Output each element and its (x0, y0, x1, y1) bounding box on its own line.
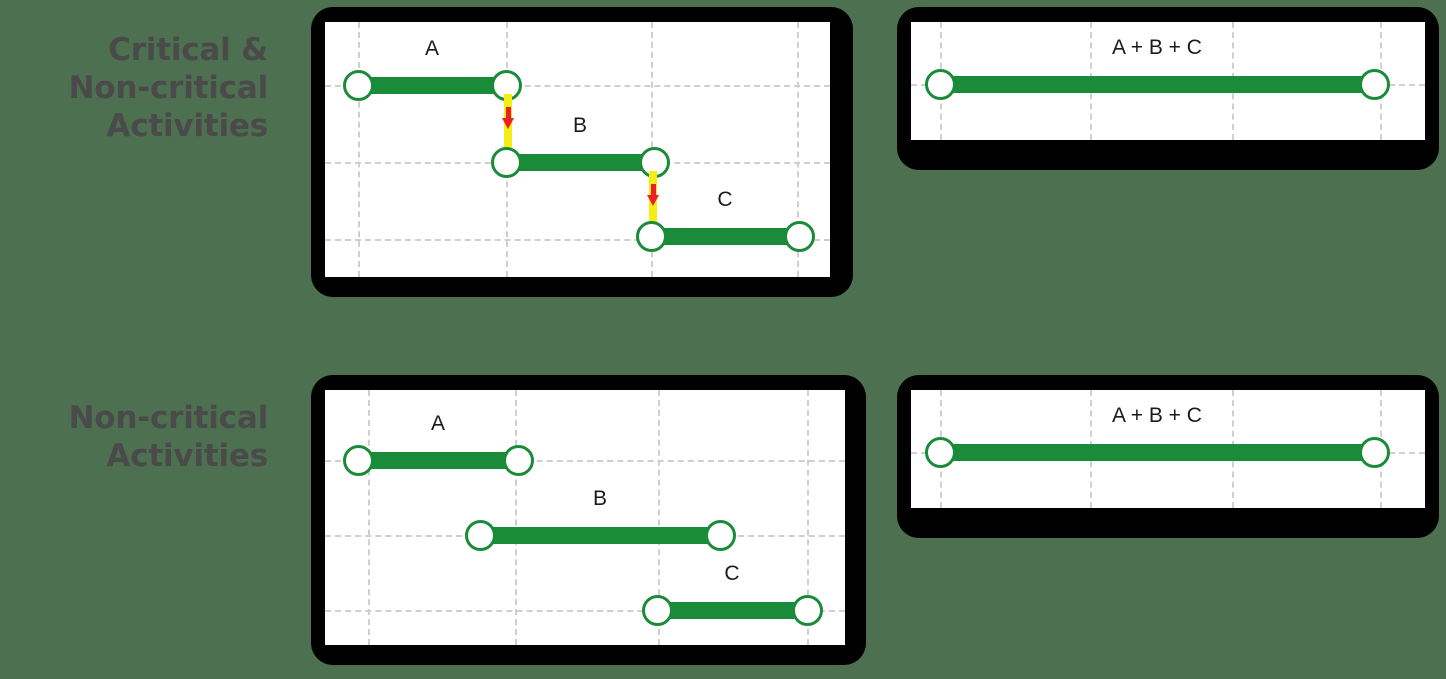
arrow-head (502, 117, 514, 129)
panel-noncritical-detail: A B C (311, 375, 866, 665)
activity-label: A (430, 412, 446, 435)
activity-bar-c[interactable]: C (635, 188, 815, 252)
chart-area-noncritical-total: A + B + C (911, 390, 1425, 508)
node-start[interactable] (924, 69, 956, 100)
node-finish[interactable] (704, 520, 736, 551)
gridline-vertical (368, 390, 370, 645)
activity-label: A (424, 37, 440, 60)
bar-fill (358, 452, 518, 469)
bar-fill (358, 77, 506, 94)
row-label-line: Activities (106, 437, 268, 474)
activity-label: C (717, 188, 733, 211)
node-finish[interactable] (791, 595, 823, 626)
bar-fill (940, 76, 1374, 93)
row-label-noncritical: Non-critical Activities (0, 400, 269, 476)
activity-bar-b[interactable]: B (464, 487, 736, 551)
activity-label: A + B + C (1112, 404, 1202, 427)
node-start[interactable] (490, 147, 522, 178)
panel-noncritical-total: A + B + C (897, 375, 1439, 538)
row-label-line: Critical & (108, 32, 268, 68)
row-label-line: Non-critical (68, 400, 269, 436)
activity-bar-b[interactable]: B (490, 114, 670, 178)
dependency-arrow-b-to-c (647, 171, 659, 229)
gridline-vertical (515, 390, 517, 645)
activity-bar-total[interactable]: A + B + C (924, 404, 1390, 468)
node-start[interactable] (342, 70, 374, 101)
activity-label: B (592, 487, 608, 510)
bar-fill (940, 444, 1374, 461)
node-start[interactable] (641, 595, 673, 626)
node-finish[interactable] (1358, 69, 1390, 100)
arrow-shaft (505, 106, 511, 121)
arrow-head (647, 194, 659, 206)
panel-critical-total: A + B + C (897, 7, 1439, 170)
activity-bar-a[interactable]: A (342, 37, 522, 101)
activity-bar-total[interactable]: A + B + C (924, 36, 1390, 100)
chart-area-critical-detail: A B (325, 22, 830, 277)
gridline-vertical (358, 22, 360, 277)
node-start[interactable] (464, 520, 496, 551)
bar-fill (657, 602, 807, 619)
activity-label: B (572, 114, 588, 137)
arrow-shaft (650, 183, 656, 198)
node-finish[interactable] (502, 445, 534, 476)
activity-bar-c[interactable]: C (641, 562, 823, 626)
row-label-critical-and-noncritical: Critical & Non-critical Activities (0, 32, 269, 145)
chart-area-noncritical-detail: A B C (325, 390, 845, 645)
row-label-line: Non-critical (68, 69, 269, 106)
node-start[interactable] (635, 221, 667, 252)
row-label-line: Activities (106, 107, 268, 144)
dependency-arrow-a-to-b (502, 94, 514, 152)
activity-bar-a[interactable]: A (342, 412, 534, 476)
bar-fill (480, 527, 720, 544)
chart-area-critical-total: A + B + C (911, 22, 1425, 140)
activity-label: A + B + C (1112, 36, 1202, 59)
node-start[interactable] (342, 445, 374, 476)
node-start[interactable] (924, 437, 956, 468)
bar-fill (651, 228, 799, 245)
activity-label: C (724, 562, 740, 585)
bar-fill (506, 154, 654, 171)
panel-critical-detail: A B (311, 7, 853, 297)
node-finish[interactable] (1358, 437, 1390, 468)
node-finish[interactable] (783, 221, 815, 252)
